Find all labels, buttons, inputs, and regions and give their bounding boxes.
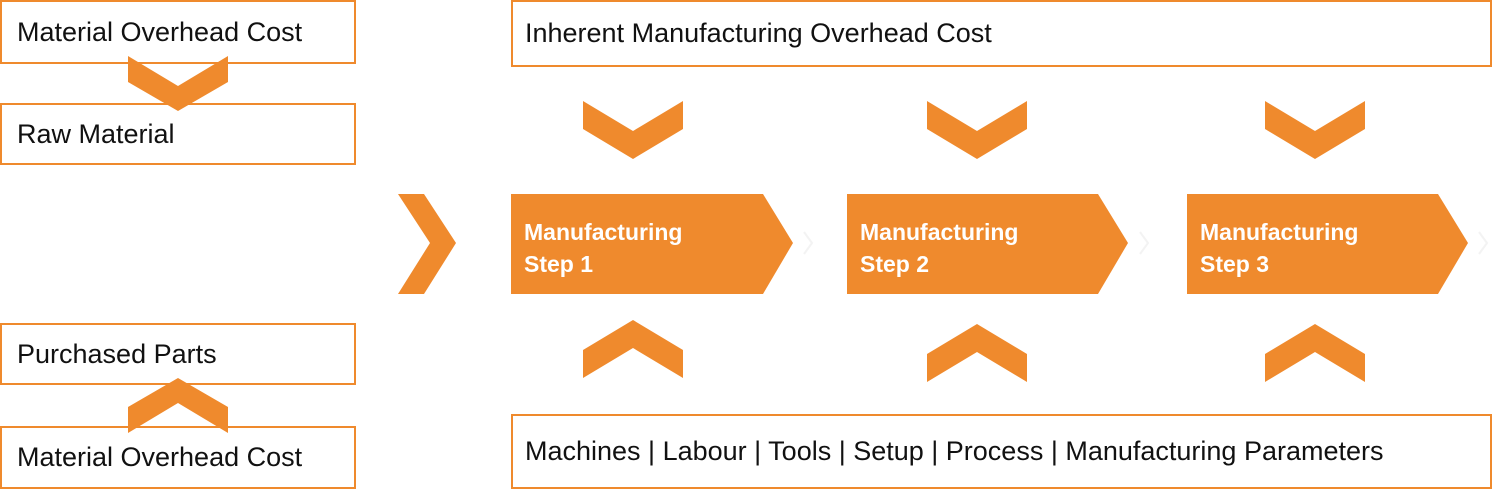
step-1-line1: Manufacturing [524,219,683,245]
manufacturing-factors-label: Machines | Labour | Tools | Setup | Proc… [525,436,1384,466]
material-overhead-cost-label-top: Material Overhead Cost [17,16,303,47]
inherent-overhead-label: Inherent Manufacturing Overhead Cost [525,18,992,48]
step-2-line2: Step 2 [860,251,930,277]
chevron-right-icon [1478,231,1489,255]
step-2-label: Manufacturing Step 2 [860,216,1018,280]
chevron-down-icon [583,101,683,159]
step-3-line2: Step 3 [1200,251,1270,277]
chevron-up-icon [128,378,228,433]
purchased-parts-label: Purchased Parts [17,338,217,369]
raw-material-box: Raw Material [0,103,356,165]
chevron-right-icon [1139,231,1150,255]
step-1-label: Manufacturing Step 1 [524,216,682,280]
step-2-line1: Manufacturing [860,219,1019,245]
chevron-up-icon [927,324,1027,382]
step-1-arrow [511,194,793,294]
material-overhead-cost-label-bottom: Material Overhead Cost [17,442,303,472]
step-3-line1: Manufacturing [1200,219,1359,245]
step-3-label: Manufacturing Step 3 [1200,216,1358,280]
step-2-arrow [847,194,1128,294]
chevron-right-icon [803,231,814,255]
chevron-down-icon [1265,101,1365,159]
chevron-up-icon [583,320,683,378]
material-overhead-cost-box-bottom: Material Overhead Cost [0,426,356,489]
chevron-up-icon [1265,324,1365,382]
chevron-right-icon [398,194,456,294]
material-overhead-cost-box-top: Material Overhead Cost [0,0,356,64]
chevron-down-icon [927,101,1027,159]
raw-material-label: Raw Material [17,118,175,149]
step-1-line2: Step 1 [524,251,594,277]
inherent-overhead-box: Inherent Manufacturing Overhead Cost [511,0,1492,67]
manufacturing-factors-box: Machines | Labour | Tools | Setup | Proc… [511,414,1492,489]
chevron-down-icon [128,56,228,111]
step-3-arrow [1187,194,1468,294]
purchased-parts-box: Purchased Parts [0,323,356,385]
